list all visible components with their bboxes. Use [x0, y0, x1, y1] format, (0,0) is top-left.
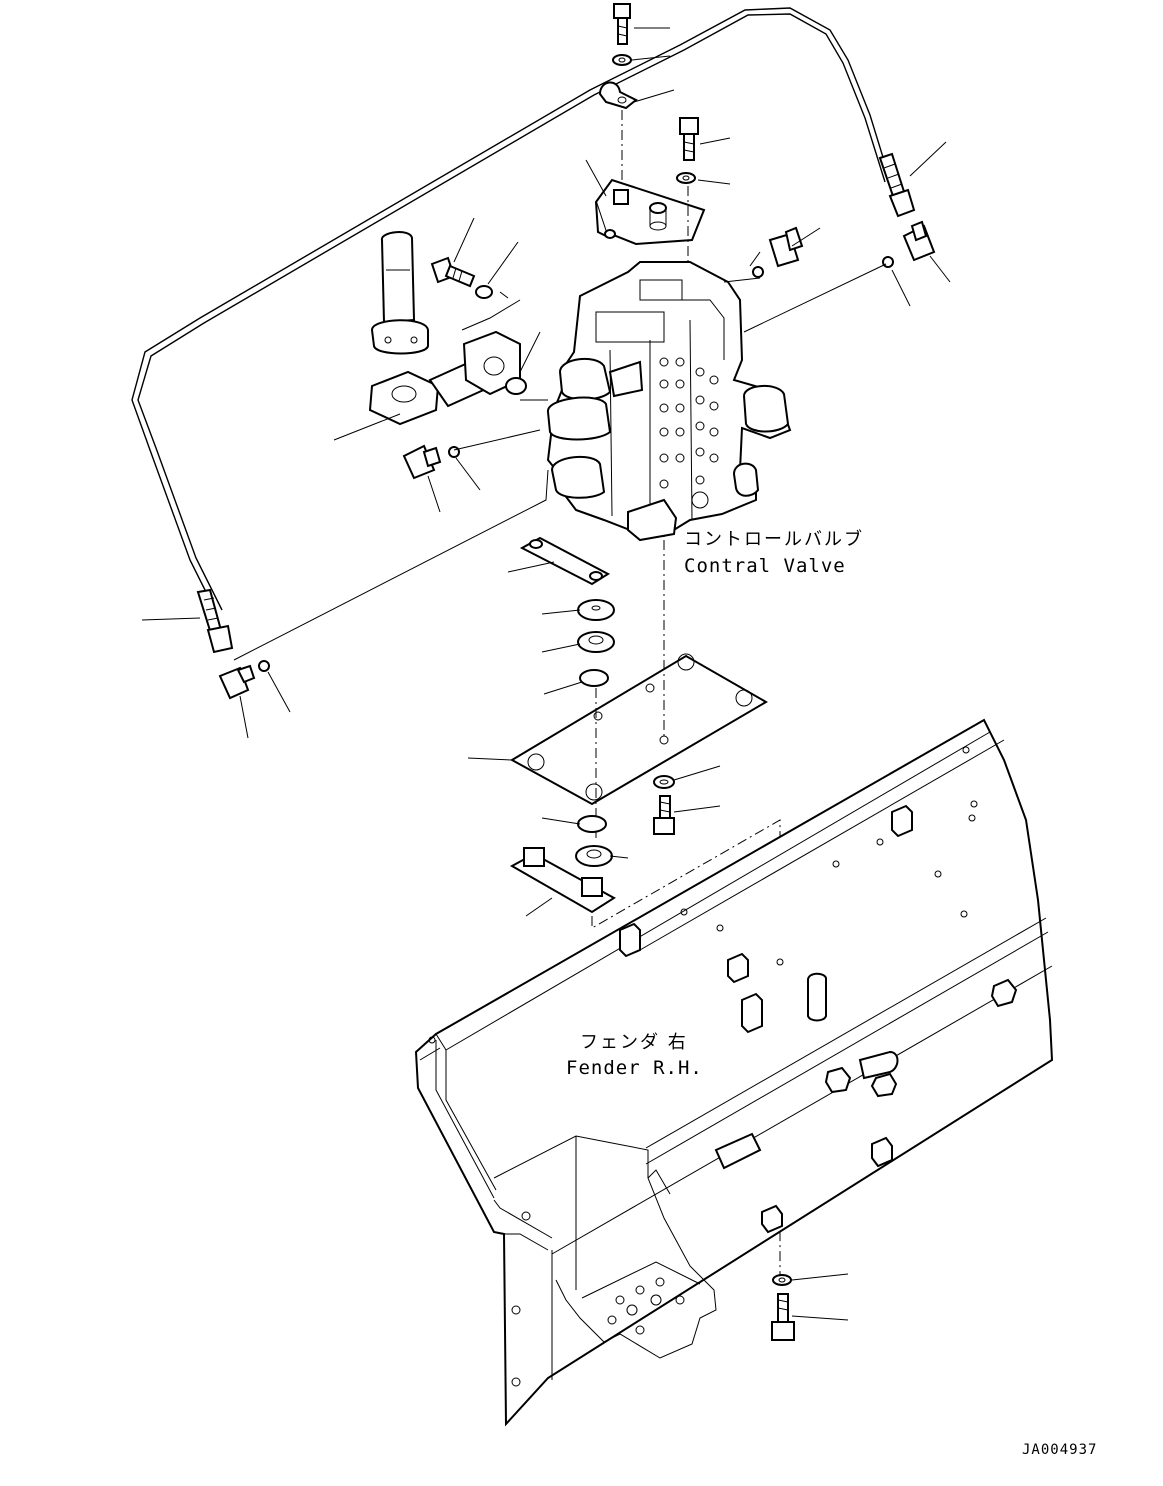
fender-washer	[772, 1274, 792, 1286]
cushion-washer-lower	[575, 845, 613, 867]
fender-label-jp: フェンダ 右	[580, 1032, 688, 1053]
mounting-plate	[509, 653, 768, 806]
pilot-hose	[131, 7, 891, 613]
plate-washer	[653, 775, 675, 789]
elbow-fitting-left	[218, 660, 270, 700]
pipe-stub	[370, 231, 429, 355]
washer-top	[577, 599, 615, 621]
control-valve-label-jp: コントロールバルブ	[684, 528, 864, 550]
cushion-washer	[577, 631, 615, 653]
callout-leaders	[141, 27, 951, 1321]
hose-flange-assembly	[368, 330, 527, 426]
elbow-fitting-right	[882, 220, 936, 268]
elbow-fitting-mid	[402, 444, 460, 480]
hose-end-fitting-left	[196, 588, 234, 654]
top-bolt	[612, 3, 632, 66]
fender-label-en: Fender R.H.	[566, 1057, 703, 1079]
flange-bolt	[430, 256, 493, 299]
fender-cross-member	[493, 1135, 717, 1359]
mounting-bracket	[594, 178, 706, 246]
support-plate	[509, 847, 616, 914]
control-valve-ports	[659, 357, 719, 509]
control-valve-body	[546, 261, 792, 538]
control-valve-spools	[547, 357, 790, 542]
plate-bolt	[653, 795, 675, 835]
control-valve-label-en: Contral Valve	[684, 555, 846, 577]
hose-end-fitting-right	[878, 152, 916, 218]
bracket-bolt	[676, 117, 699, 184]
fender-bolt	[771, 1293, 795, 1341]
spacer-disc-lower	[577, 815, 607, 833]
drawing-code: JA004937	[1022, 1442, 1097, 1458]
fender-fasteners	[428, 746, 1018, 1387]
spacer-disc-upper	[579, 669, 609, 687]
retainer-plate	[519, 536, 611, 586]
elbow-fitting-upper	[752, 226, 804, 278]
hose-clip	[598, 81, 638, 110]
fender-rh	[414, 718, 1054, 1427]
